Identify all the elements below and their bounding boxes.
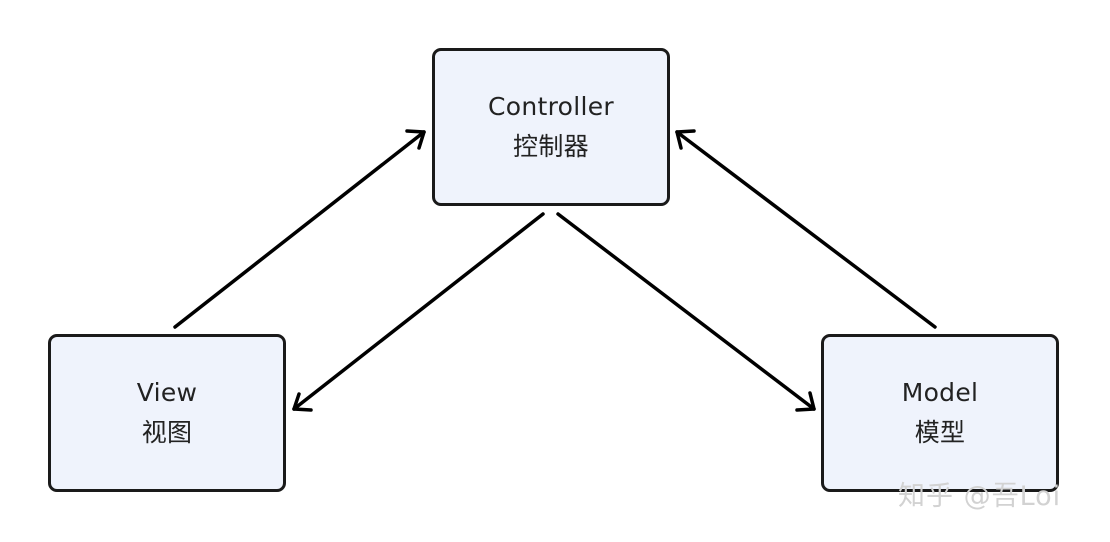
controller-title: Controller <box>488 92 614 121</box>
model-subtitle: 模型 <box>914 418 966 447</box>
controller-subtitle: 控制器 <box>513 132 589 161</box>
model-title: Model <box>901 378 979 407</box>
controller-node: Controller 控制器 <box>432 48 670 206</box>
view-node: View 视图 <box>48 334 286 492</box>
watermark-text: 知乎 @吾Loi <box>898 481 1062 512</box>
model-node: Model 模型 <box>821 334 1059 492</box>
arrow-view-to-controller <box>173 129 426 329</box>
arrow-model-to-controller <box>675 129 937 329</box>
view-title: View <box>136 378 198 407</box>
arrow-controller-to-model <box>556 212 816 412</box>
view-subtitle: 视图 <box>141 418 193 447</box>
arrow-controller-to-view <box>292 212 545 412</box>
